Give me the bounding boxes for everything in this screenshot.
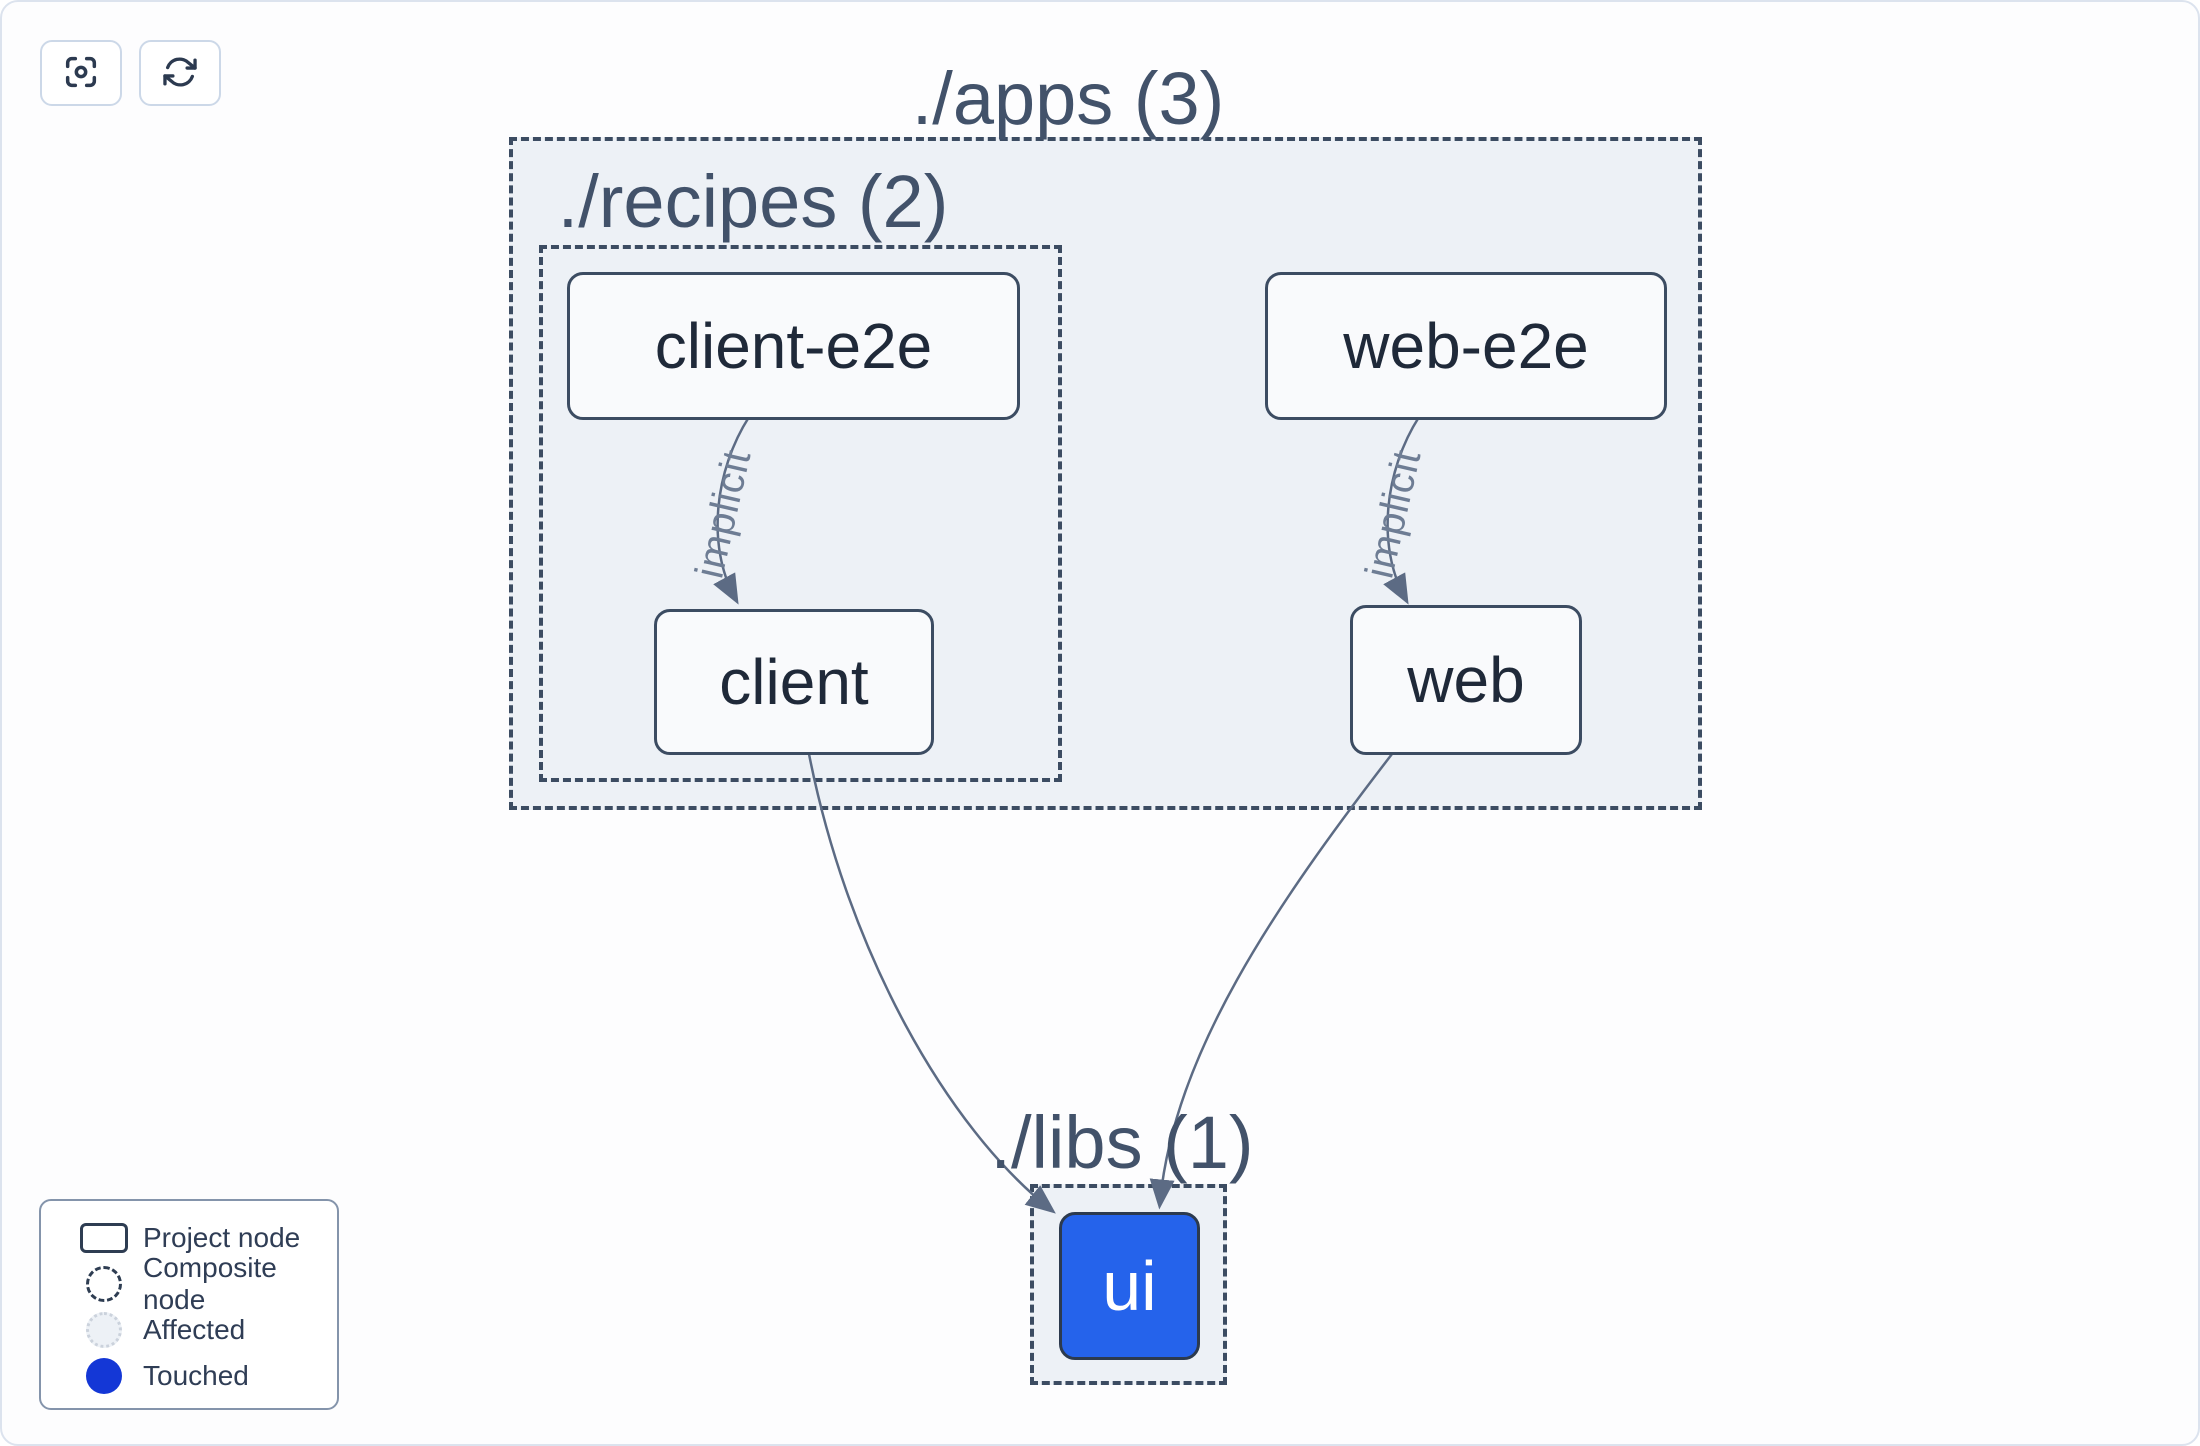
composite-label-libs[interactable]: ./libs (1) [990, 1101, 1254, 1184]
edge-web-ui[interactable] [1149, 753, 1393, 1210]
refresh-icon [161, 53, 199, 94]
legend-label: Composite node [143, 1252, 277, 1315]
edge-web-e2e-web[interactable] [1383, 416, 1421, 605]
focus-button[interactable] [40, 40, 122, 106]
node-label: client-e2e [654, 310, 933, 382]
composite-label-apps[interactable]: ./apps (3) [911, 57, 1225, 140]
legend: Project node Composite node Affected Tou… [39, 1199, 339, 1410]
legend-label: Affected [143, 1314, 246, 1345]
project-node-client[interactable]: client [654, 609, 934, 755]
refresh-button[interactable] [139, 40, 221, 106]
project-node-web-e2e[interactable]: web-e2e [1265, 272, 1667, 420]
project-node-web[interactable]: web [1350, 605, 1582, 755]
composite-label-recipes[interactable]: ./recipes (2) [557, 160, 949, 243]
legend-label: Project node [143, 1222, 301, 1253]
legend-item-affected: Affected [65, 1307, 337, 1353]
project-node-swatch [80, 1223, 128, 1253]
edge-client-e2e-client[interactable] [713, 416, 751, 605]
edge-client-ui[interactable] [807, 753, 1056, 1214]
legend-item-composite-node: Composite node [65, 1252, 337, 1315]
legend-label: Touched [143, 1360, 249, 1391]
legend-item-project-node: Project node [65, 1215, 337, 1261]
node-label: client [719, 646, 869, 718]
affected-swatch [86, 1312, 122, 1348]
composite-node-swatch [86, 1266, 122, 1302]
focus-crosshair-icon [61, 52, 101, 95]
project-node-ui[interactable]: ui [1059, 1212, 1200, 1360]
node-label: web-e2e [1343, 310, 1589, 382]
legend-item-touched: Touched [65, 1353, 337, 1399]
touched-swatch [86, 1358, 122, 1394]
project-node-client-e2e[interactable]: client-e2e [567, 272, 1020, 420]
node-label: web [1407, 644, 1525, 716]
node-label: ui [1102, 1247, 1157, 1325]
